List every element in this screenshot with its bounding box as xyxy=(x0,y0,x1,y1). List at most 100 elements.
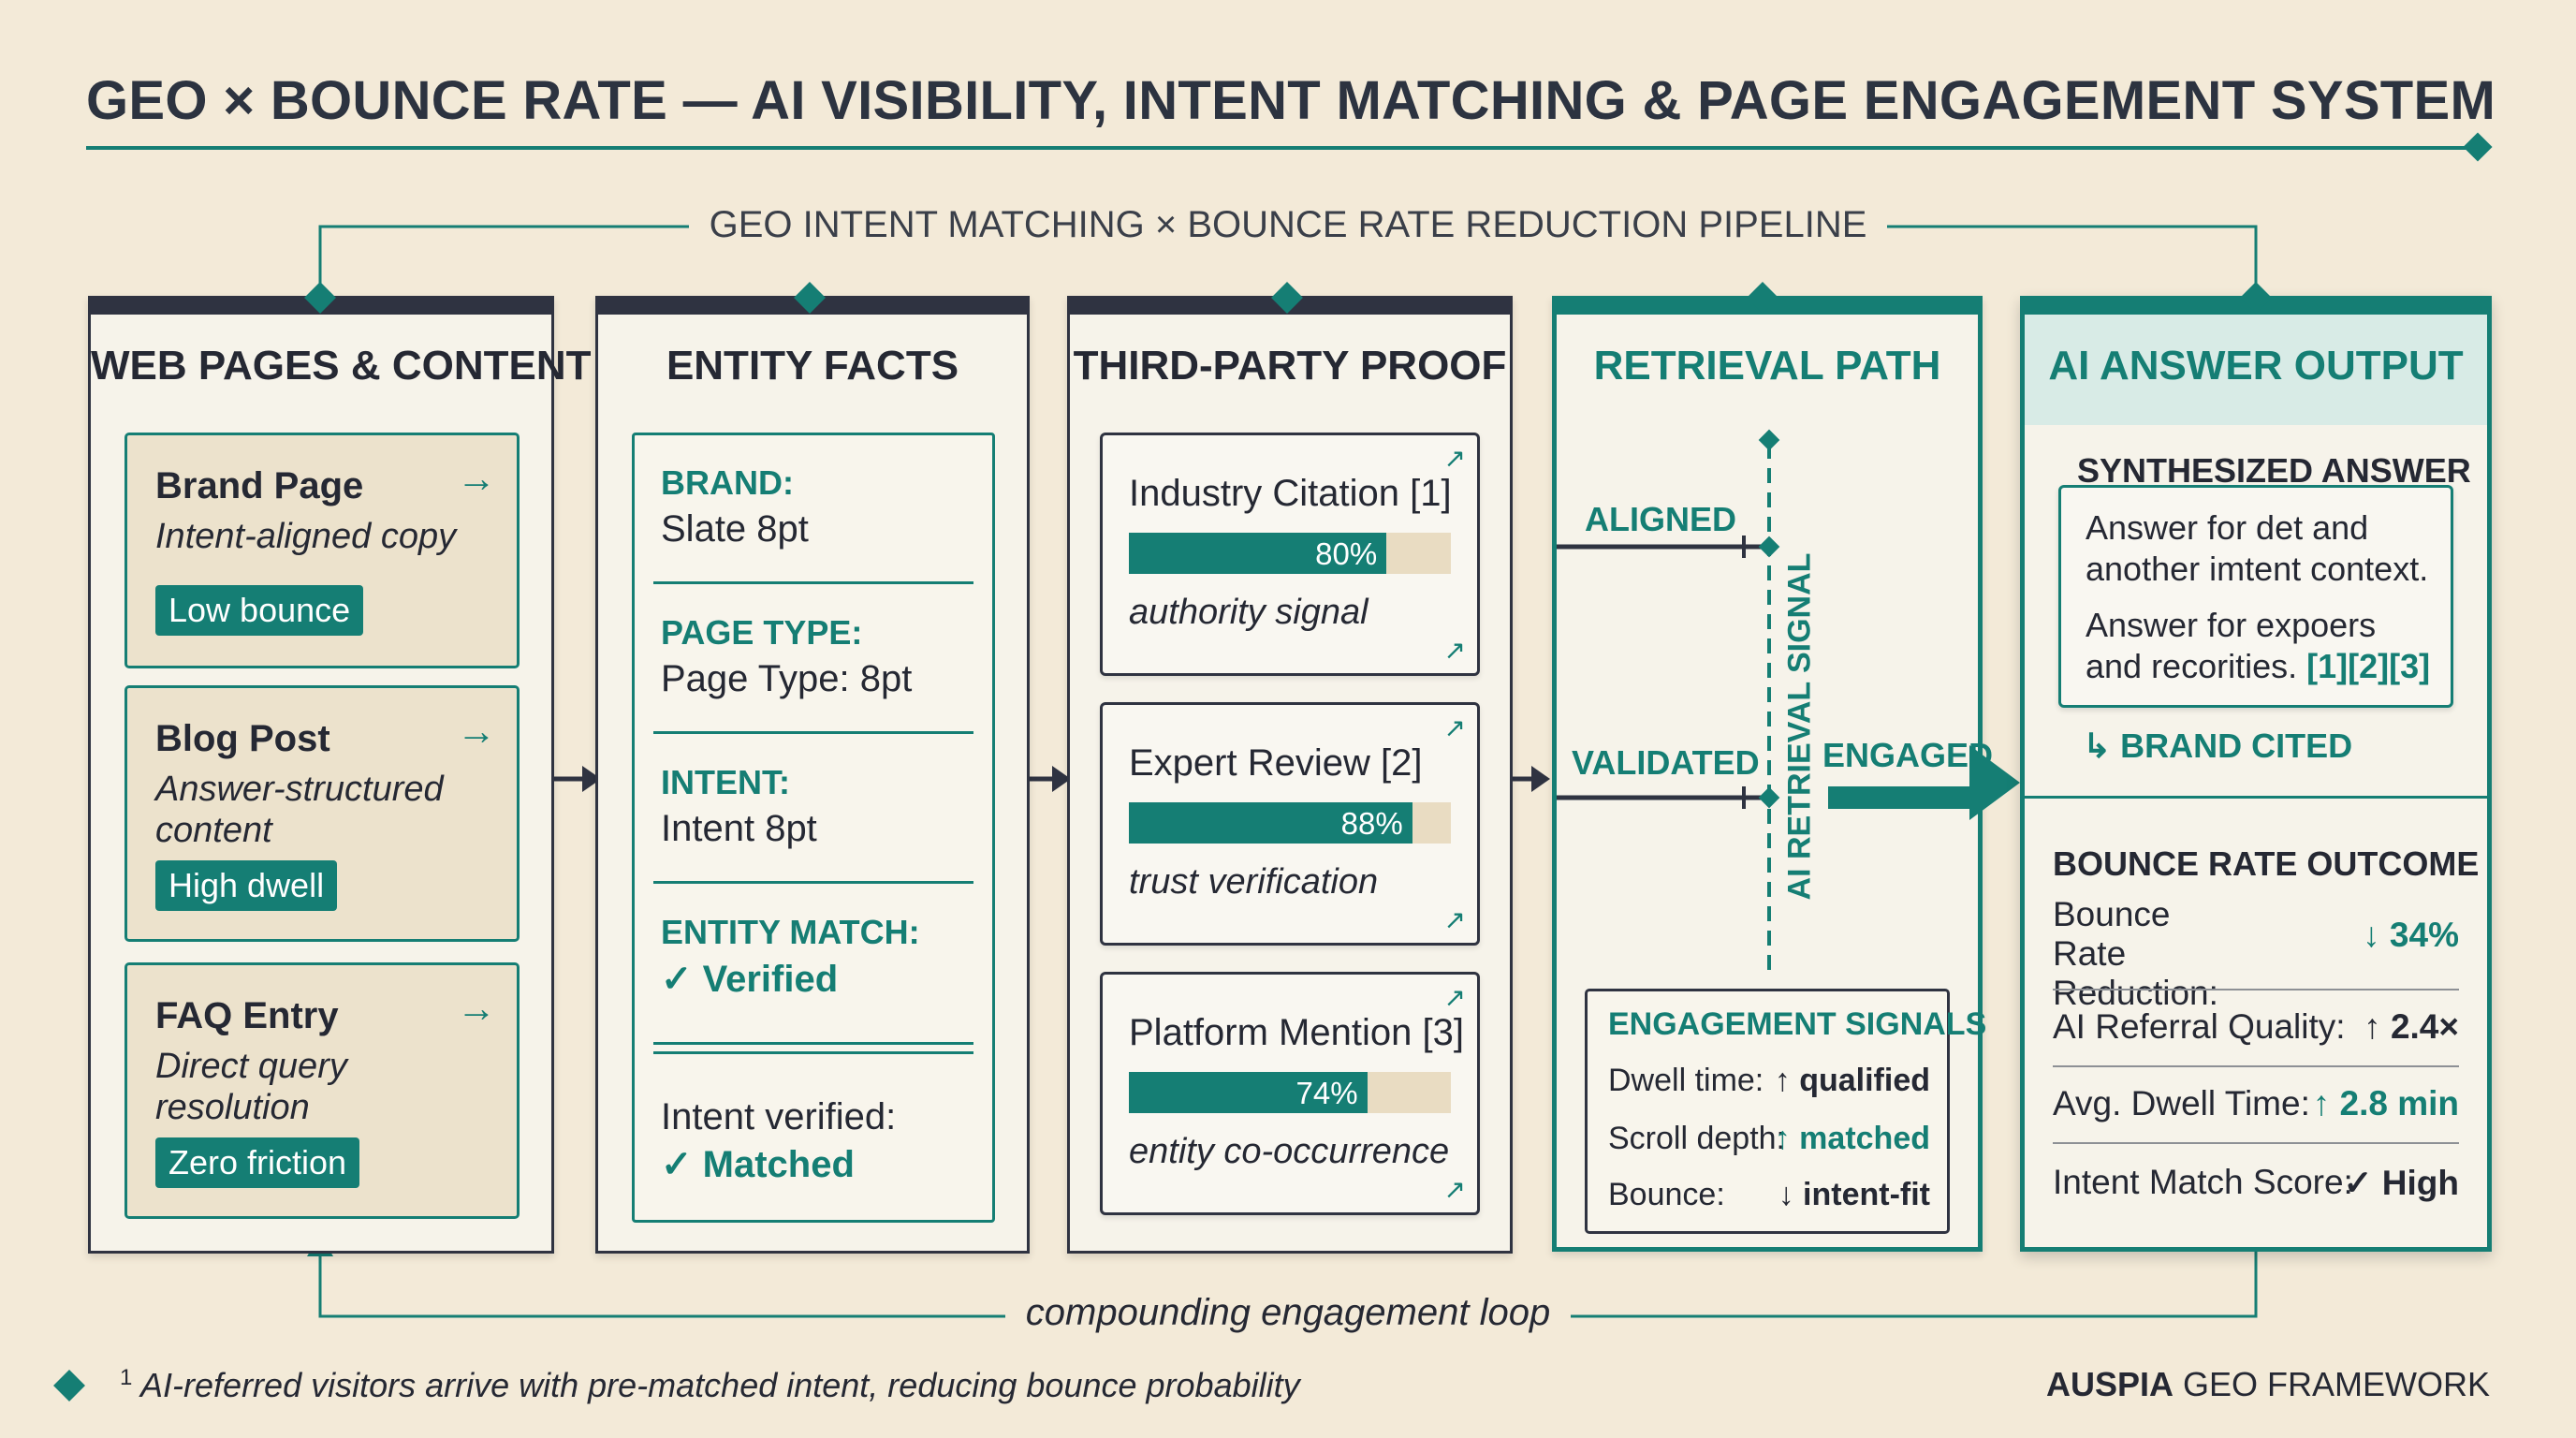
proof-bar: 74% xyxy=(1129,1072,1451,1113)
outcome-label: Bounce Rate Reduction: xyxy=(2053,895,2218,1012)
fact-label-brand: BRAND: xyxy=(661,463,794,502)
outcome-value: ↓ 34% xyxy=(2363,916,2459,954)
synthesized-answer-title: SYNTHESIZED ANSWER xyxy=(2077,451,2471,490)
card-subtitle: Intent-aligned copy xyxy=(155,517,457,556)
fact-divider xyxy=(653,581,973,584)
answer-line: Answer for det and xyxy=(2086,508,2369,547)
fact-value-brand: Slate 8pt xyxy=(661,508,809,550)
engaged-label: ENGAGED xyxy=(1822,736,1994,774)
signal-bounce-label: Bounce: xyxy=(1608,1177,1725,1212)
outcome-intent-match: Intent Match Score: ✓ High xyxy=(2053,1163,2459,1202)
signal-scroll-value: ↑ matched xyxy=(1774,1121,1930,1156)
proof-bar: 88% xyxy=(1129,802,1451,844)
proof-note: entity co-occurrence xyxy=(1129,1132,1450,1171)
intent-verified-label: Intent verified: xyxy=(661,1096,897,1137)
intent-verified-value: ✓ Matched xyxy=(661,1144,855,1185)
outcome-label: AI Referral Quality: xyxy=(2053,1007,2346,1046)
engaged-arrow-icon xyxy=(1969,745,2020,820)
answer-line-with-citations: and recorities. [1][2][3] xyxy=(2086,647,2430,686)
web-pages-panel: WEB PAGES & CONTENT Brand Page → Intent-… xyxy=(88,296,592,1254)
external-link-icon[interactable]: ↗ xyxy=(1443,636,1466,665)
footnote: 1 AI-referred visitors arrive with pre-m… xyxy=(120,1365,1300,1405)
external-link-icon[interactable]: ↗ xyxy=(1443,713,1466,742)
proof-name: Industry Citation [1] xyxy=(1129,473,1452,514)
faq-entry-card[interactable]: FAQ Entry → Direct query resolution Zero… xyxy=(124,962,520,1219)
retrieval-path-graphic xyxy=(1557,429,1976,979)
entity-facts-list: BRAND: Slate 8pt PAGE TYPE: Page Type: 8… xyxy=(632,433,995,1223)
answer-line: and recorities. xyxy=(2086,647,2298,685)
proof-bar-fill: 80% xyxy=(1129,533,1387,574)
engagement-loop-label: compounding engagement loop xyxy=(0,1292,2576,1334)
ai-output-title: AI ANSWER OUTPUT xyxy=(2048,343,2464,389)
proof-card-platform-mention[interactable]: ↗ Platform Mention [3] 74% entity co-occ… xyxy=(1100,972,1480,1215)
card-heading: Brand Page xyxy=(155,465,364,506)
card-heading: FAQ Entry xyxy=(155,995,339,1036)
ai-answer-output-panel: AI ANSWER OUTPUT SYNTHESIZED ANSWER Answ… xyxy=(2020,296,2492,1252)
retrieval-path-title: RETRIEVAL PATH xyxy=(1593,343,1941,389)
third-party-proof-title: THIRD-PARTY PROOF xyxy=(1073,343,1507,389)
signal-scroll-label: Scroll depth: xyxy=(1608,1121,1785,1156)
pipeline-label: GEO INTENT MATCHING × BOUNCE RATE REDUCT… xyxy=(0,204,2576,246)
proof-note: authority signal xyxy=(1129,593,1368,632)
proof-card-industry-citation[interactable]: ↗ Industry Citation [1] 80% authority si… xyxy=(1100,433,1480,676)
engagement-signals-title: ENGAGEMENT SIGNALS xyxy=(1608,1006,1987,1042)
external-link-icon[interactable]: ↗ xyxy=(1443,1175,1466,1204)
brand-cited-label: ↳ BRAND CITED xyxy=(2083,726,2353,765)
card-subtitle: Answer-structured content xyxy=(155,770,444,850)
retrieval-path-panel: RETRIEVAL PATH ALIGNED VALIDATED ENGAGED… xyxy=(1552,296,1993,1252)
engagement-signals-box: ENGAGEMENT SIGNALS Dwell time: ↑ qualifi… xyxy=(1585,989,1986,1234)
outcome-label: Avg. Dwell Time: xyxy=(2053,1084,2310,1123)
answer-line: Answer for expoers xyxy=(2086,606,2377,644)
proof-bar-fill: 88% xyxy=(1129,802,1412,844)
fact-value-entity-match: ✓ Verified xyxy=(661,959,839,1000)
footnote-marker: 1 xyxy=(120,1365,133,1390)
status-badge: High dwell xyxy=(155,860,338,911)
panel-diamond-markers xyxy=(304,282,2272,314)
arrow-right-icon[interactable]: → xyxy=(457,986,496,1030)
section-divider xyxy=(2025,796,2487,799)
external-link-icon[interactable]: ↗ xyxy=(1443,444,1466,473)
outcome-referral-quality: AI Referral Quality: ↑ 2.4× xyxy=(2053,1007,2459,1047)
footnote-text: AI-referred visitors arrive with pre-mat… xyxy=(140,1366,1300,1404)
brand-page-card[interactable]: Brand Page → Intent-aligned copy Low bou… xyxy=(124,433,520,668)
fact-divider xyxy=(653,1042,973,1045)
outcome-dwell-time: Avg. Dwell Time: ↑ 2.8 min xyxy=(2053,1084,2459,1123)
outcome-value: ✓ High xyxy=(2343,1164,2459,1202)
signal-dwell-label: Dwell time: xyxy=(1608,1063,1764,1098)
outcome-value: ↑ 2.4× xyxy=(2364,1007,2459,1046)
status-badge: Low bounce xyxy=(155,585,364,636)
outcome-label: Intent Match Score: xyxy=(2053,1163,2353,1201)
proof-percent: 80% xyxy=(1315,536,1378,571)
outcome-divider xyxy=(2053,1065,2459,1067)
proof-note: trust verification xyxy=(1129,862,1379,902)
synthesized-answer-box: Answer for det and another imtent contex… xyxy=(2058,485,2453,708)
answer-line: another imtent context. xyxy=(2086,550,2429,588)
citation-links[interactable]: [1][2][3] xyxy=(2306,647,2431,685)
outcome-divider xyxy=(2053,1142,2459,1144)
third-party-proof-panel: THIRD-PARTY PROOF ↗ Industry Citation [1… xyxy=(1067,296,1513,1254)
card-subtitle: Direct query resolution xyxy=(155,1047,347,1127)
external-link-icon[interactable]: ↗ xyxy=(1443,983,1466,1012)
external-link-icon[interactable]: ↗ xyxy=(1443,905,1466,934)
entity-facts-title: ENTITY FACTS xyxy=(666,343,959,389)
fact-label-page-type: PAGE TYPE: xyxy=(661,613,863,652)
proof-percent: 74% xyxy=(1295,1076,1358,1110)
proof-bar: 80% xyxy=(1129,533,1451,574)
bounce-outcome-title: BOUNCE RATE OUTCOME xyxy=(2053,844,2480,883)
outcome-bounce-rate: Bounce Rate Reduction: ↓ 34% xyxy=(2053,895,2459,1012)
blog-post-card[interactable]: Blog Post → Answer-structured content Hi… xyxy=(124,685,520,942)
fact-value-intent: Intent 8pt xyxy=(661,808,817,849)
arrow-right-icon[interactable]: → xyxy=(457,709,496,753)
proof-name: Expert Review [2] xyxy=(1129,742,1423,784)
arrow-right-icon[interactable]: → xyxy=(457,456,496,500)
outcome-value: ↑ 2.8 min xyxy=(2312,1084,2459,1123)
fact-label-intent: INTENT: xyxy=(661,763,790,801)
fact-divider xyxy=(653,881,973,884)
footer-brand-rest: GEO FRAMEWORK xyxy=(2173,1365,2490,1403)
proof-card-expert-review[interactable]: ↗ Expert Review [2] 88% trust verificati… xyxy=(1100,702,1480,946)
signal-dwell-value: ↑ qualified xyxy=(1774,1063,1930,1098)
card-heading: Blog Post xyxy=(155,718,330,759)
fact-value-page-type: Page Type: 8pt xyxy=(661,658,913,699)
fact-label-entity-match: ENTITY MATCH: xyxy=(661,913,920,951)
page-title: GEO × BOUNCE RATE — AI VISIBILITY, INTEN… xyxy=(86,70,2496,131)
